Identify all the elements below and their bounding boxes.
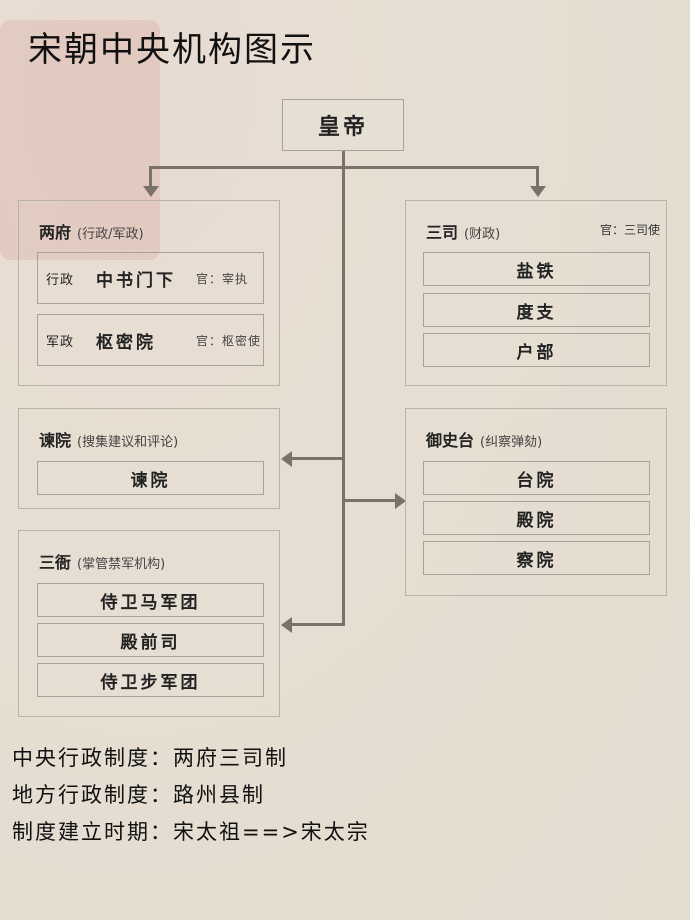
sansi-item: 度支 [423, 293, 650, 327]
sansi-box: 三司 (财政) 官：三司使 盐铁 度支 户部 [405, 200, 667, 386]
liangfu-box: 两府 (行政/军政) 行政 中书门下 官：宰执 军政 枢密院 官：枢密使 [18, 200, 280, 386]
row-name: 中书门下 [96, 270, 176, 291]
sansi-item: 盐铁 [423, 252, 650, 286]
jianyuan-item: 谏院 [37, 461, 264, 495]
sanya-note: (掌管禁军机构) [77, 557, 166, 572]
yushitai-item: 台院 [423, 461, 650, 495]
connector-right-drop [536, 166, 539, 188]
row-label: 军政 [46, 334, 75, 350]
arrow-down-icon [143, 186, 159, 197]
yushitai-name: 御史台 [426, 431, 475, 450]
liangfu-name: 两府 [39, 223, 72, 242]
sanya-name: 三衙 [39, 553, 72, 572]
connector-yushitai [343, 499, 397, 502]
row-name: 枢密院 [96, 332, 156, 353]
jianyuan-name: 谏院 [39, 431, 72, 450]
sanya-box: 三衙 (掌管禁军机构) 侍卫马军团 殿前司 侍卫步军团 [18, 530, 280, 717]
connector-top [150, 166, 539, 169]
yushitai-item: 殿院 [423, 501, 650, 535]
arrow-left-icon [281, 451, 292, 467]
shumi-row: 军政 枢密院 官：枢密使 [37, 314, 264, 366]
page-title: 宋朝中央机构图示 [28, 30, 316, 70]
footer-line: 制度建立时期：宋太祖==>宋太宗 [12, 820, 370, 844]
yushitai-note: (纠察弹劾) [480, 435, 543, 450]
connector-sanya [290, 623, 345, 626]
row-official: 官：宰执 [196, 271, 249, 286]
yushitai-item: 察院 [423, 541, 650, 575]
liangfu-note: (行政/军政) [77, 227, 144, 242]
yushitai-box: 御史台 (纠察弹劾) 台院 殿院 察院 [405, 408, 667, 596]
jianyuan-note: (搜集建议和评论) [77, 435, 179, 450]
connector-left-drop [149, 166, 152, 188]
connector-trunk [342, 150, 345, 626]
row-label: 行政 [46, 272, 75, 288]
sansi-item: 户部 [423, 333, 650, 367]
sansi-name: 三司 [426, 223, 459, 242]
jianyuan-box: 谏院 (搜集建议和评论) 谏院 [18, 408, 280, 509]
arrow-left-icon [281, 617, 292, 633]
zhongshu-row: 行政 中书门下 官：宰执 [37, 252, 264, 304]
sansi-note: (财政) [464, 227, 501, 242]
footer-line: 中央行政制度：两府三司制 [12, 746, 288, 770]
arrow-right-icon [395, 493, 406, 509]
seal-watermark [0, 20, 160, 260]
emperor-box: 皇帝 [282, 99, 404, 151]
row-official: 官：枢密使 [196, 333, 262, 348]
sanya-item: 侍卫步军团 [37, 663, 264, 697]
connector-jianyuan [290, 457, 343, 460]
arrow-down-icon [530, 186, 546, 197]
footer-line: 地方行政制度：路州县制 [12, 783, 265, 807]
sanya-item: 侍卫马军团 [37, 583, 264, 617]
sansi-official: 官：三司使 [599, 223, 660, 237]
sanya-item: 殿前司 [37, 623, 264, 657]
